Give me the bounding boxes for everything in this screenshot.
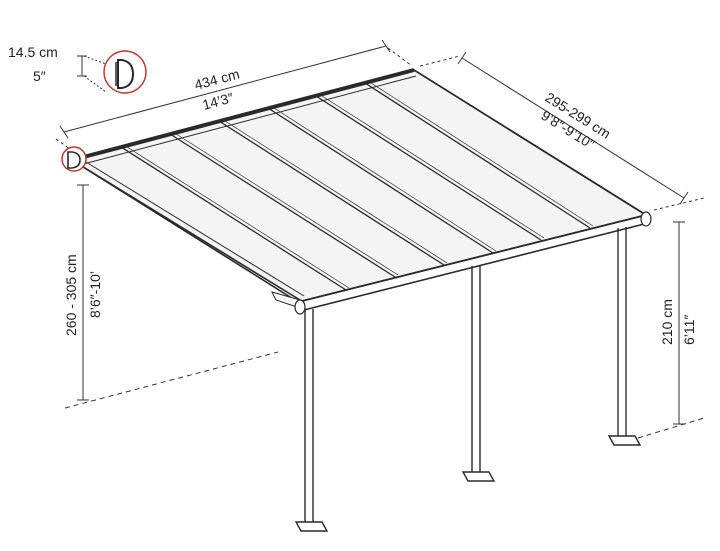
post-middle <box>461 265 496 482</box>
front-end-cap-right <box>640 211 652 227</box>
back-height-in-label: 8’6″-10’ <box>87 271 103 318</box>
post-right <box>607 227 642 446</box>
width-in-label: 14’3″ <box>201 89 236 113</box>
post-foot-right <box>607 435 642 446</box>
width-cm-label: 434 cm <box>193 66 241 93</box>
profile-height-cm-label: 14.5 cm <box>8 44 58 60</box>
posts <box>294 227 642 532</box>
front-height-in-label: 6’11″ <box>681 315 697 345</box>
roof <box>70 68 652 315</box>
back-height-cm-label: 260 - 305 cm <box>63 254 79 336</box>
profile-height-in-label: 5″ <box>33 68 46 84</box>
front-height-cm-label: 210 cm <box>659 299 675 345</box>
width-dimension-line <box>63 45 387 133</box>
roof-rafters <box>120 80 594 291</box>
gutter-profile-icon <box>103 50 147 94</box>
depth-dimension-line <box>461 57 685 199</box>
post-left <box>294 309 329 532</box>
post-foot-left <box>294 521 329 532</box>
wall-profile-icon <box>61 146 87 172</box>
wall-beam <box>71 68 415 162</box>
side-rafter-right <box>413 69 647 216</box>
post-foot-middle <box>461 471 496 482</box>
side-rafter-left <box>79 164 301 301</box>
front-gutter <box>297 214 647 303</box>
